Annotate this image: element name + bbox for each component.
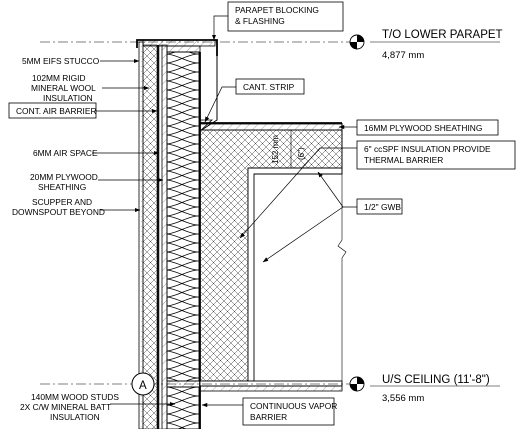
callout-scupper: SCUPPER AND DOWNSPOUT BEYOND [12,197,141,217]
label-vapor-barrier-2: BARRIER [250,412,287,422]
ceiling-gwb [199,380,343,387]
callout-mineral-wool: 102MM RIGID MINERAL WOOL INSULATION [31,73,150,103]
label-air-space: 6MM AIR SPACE [33,148,98,158]
label-scupper-1: SCUPPER AND [32,197,92,207]
level-bottom-elevation: 3,556 mm [382,393,424,404]
label-mineral-wool-3: INSULATION [43,93,93,103]
break-line [337,174,347,381]
label-parapet-blocking-2: & FLASHING [235,16,285,26]
top-plate [166,45,201,53]
callout-gwb: 1/2" GWB [262,171,403,263]
air-space-layer [158,44,163,429]
callout-eifs: 5MM EIFS STUCCO [22,56,140,66]
ceiling-joist [199,385,343,392]
callout-plywood-20: 20MM PLYWOOD SHEATHING [30,172,164,192]
dimension-imperial: (6") [297,147,306,160]
label-plywood-20-2: SHEATHING [38,182,86,192]
callout-plywood-16: 16MM PLYWOOD SHEATHING [338,119,499,136]
label-vapor-barrier-1: CONTINUOUS VAPOR [250,401,337,411]
label-air-barrier: CONT. AIR BARRIER [16,106,97,116]
level-top: T/O LOWER PARAPET 4,877 mm [40,29,503,61]
level-top-elevation: 4,877 mm [382,50,424,61]
rigid-mineral-wool-layer [142,44,158,429]
label-mineral-wool-1: 102MM RIGID [32,73,86,83]
label-cant-strip: CANT. STRIP [243,82,295,92]
parapet-flashing [136,39,218,56]
callout-wood-studs: 140MM WOOD STUDS 2X C/W MINERAL BATT INS… [20,392,176,422]
level-bottom-name: U/S CEILING (11'-8") [382,374,490,386]
callout-vapor-barrier: CONTINUOUS VAPOR BARRIER [201,397,337,426]
label-plywood-20-1: 20MM PLYWOOD [30,172,98,182]
callout-cant-strip: CANT. STRIP [204,78,305,123]
dimension-metric: 152 mm [271,135,280,164]
label-scupper-2: DOWNSPOUT BEYOND [12,207,105,217]
label-plywood-16: 16MM PLYWOOD SHEATHING [364,123,482,133]
callout-ccspf: 6" ccSPF INSULATION PROVIDE THERMAL BARR… [239,140,516,239]
label-gwb: 1/2" GWB [364,202,401,212]
callout-parapet-blocking: PARAPET BLOCKING & FLASHING [211,1,344,41]
label-mineral-wool-2: MINERAL WOOL [31,83,96,93]
section-marker-label: A [139,380,147,392]
callout-air-space: 6MM AIR SPACE [33,148,160,158]
level-top-name: T/O LOWER PARAPET [382,29,503,41]
gwb-finish [247,167,343,382]
callout-air-barrier: CONT. AIR BARRIER [8,102,158,119]
label-ccspf-1: 6" ccSPF INSULATION PROVIDE [364,144,491,154]
label-wood-studs-3: INSULATION [50,412,100,422]
label-wood-studs-2: 2X C/W MINERAL BATT [20,402,111,412]
stud-cavity-batt [166,51,200,382]
label-ccspf-2: THERMAL BARRIER [364,155,443,165]
plywood-20-layer [161,44,168,429]
label-parapet-blocking-1: PARAPET BLOCKING [235,5,319,15]
lower-stud-cavity [166,386,200,429]
label-wood-studs-1: 140MM WOOD STUDS [31,392,119,402]
eifs-stucco-layer [138,41,144,429]
section-marker: A [131,372,155,396]
level-bottom: U/S CEILING (11'-8") 3,556 mm [40,374,500,404]
label-eifs: 5MM EIFS STUCCO [22,56,100,66]
roof-assembly [199,56,347,392]
plywood-16-sheathing [199,123,343,131]
dimension-152: 152 mm (6") [271,129,306,169]
